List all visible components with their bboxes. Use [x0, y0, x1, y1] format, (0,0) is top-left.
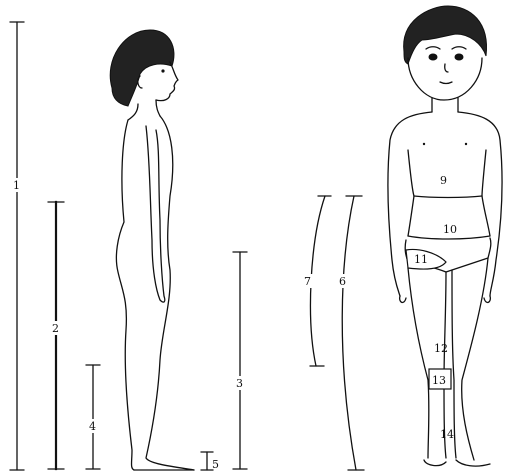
measure-line-2: 2 [48, 202, 64, 469]
label-10: 10 [443, 223, 457, 236]
label-3: 3 [236, 377, 243, 390]
side-face [156, 62, 178, 101]
measure-line-5: 5 [201, 452, 219, 471]
label-11: 11 [414, 253, 428, 266]
measure-bracket-7: 7 [303, 196, 331, 366]
label-4: 4 [89, 420, 96, 433]
measure-line-4: 4 [86, 365, 100, 469]
label-6: 6 [339, 275, 346, 288]
front-hair [404, 6, 487, 64]
label-1: 1 [13, 179, 20, 192]
measure-bracket-6: 6 [338, 196, 364, 470]
label-9: 9 [440, 174, 447, 187]
measure-line-1: 1 [10, 22, 24, 470]
side-view-figure [110, 30, 194, 470]
measure-line-3: 3 [233, 252, 247, 469]
label-7: 7 [304, 275, 311, 288]
label-5: 5 [212, 458, 219, 471]
label-2: 2 [52, 322, 59, 335]
front-view-figure: 9 10 11 12 13 14 [388, 6, 502, 466]
label-14: 14 [440, 428, 454, 441]
side-hair [110, 30, 174, 106]
label-13: 13 [432, 374, 446, 387]
label-12: 12 [434, 342, 448, 355]
